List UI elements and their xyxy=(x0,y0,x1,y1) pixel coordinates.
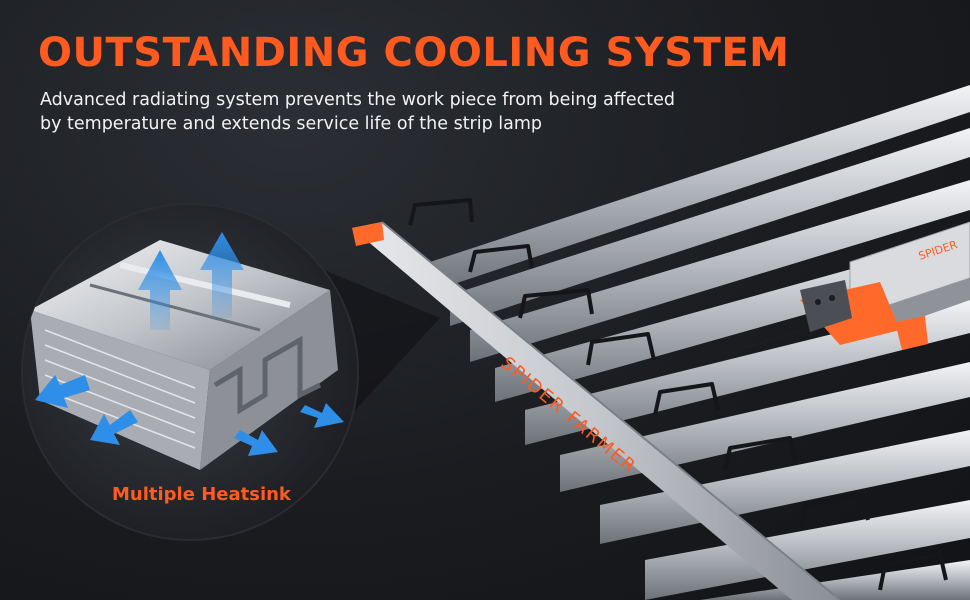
airflow-side-arrow xyxy=(35,375,90,408)
driver-box: SPIDER xyxy=(800,221,970,350)
subtitle: Advanced radiating system prevents the w… xyxy=(40,88,740,136)
airflow-side-arrow xyxy=(234,430,278,456)
airflow-side-arrow xyxy=(90,410,138,445)
airflow-up-arrow xyxy=(138,250,182,330)
headline: OUTSTANDING COOLING SYSTEM xyxy=(38,30,790,76)
heatsink-zoom-circle xyxy=(21,203,359,541)
heatsink-caption: Multiple Heatsink xyxy=(112,484,291,505)
power-cable xyxy=(614,328,801,387)
airflow-up-arrow xyxy=(200,232,244,318)
frame-rail xyxy=(352,221,841,600)
bar-handles xyxy=(408,198,948,591)
airflow-side-arrow xyxy=(300,403,344,428)
subtitle-line-1: Advanced radiating system prevents the w… xyxy=(40,90,675,110)
subtitle-line-2: by temperature and extends service life … xyxy=(40,114,543,134)
